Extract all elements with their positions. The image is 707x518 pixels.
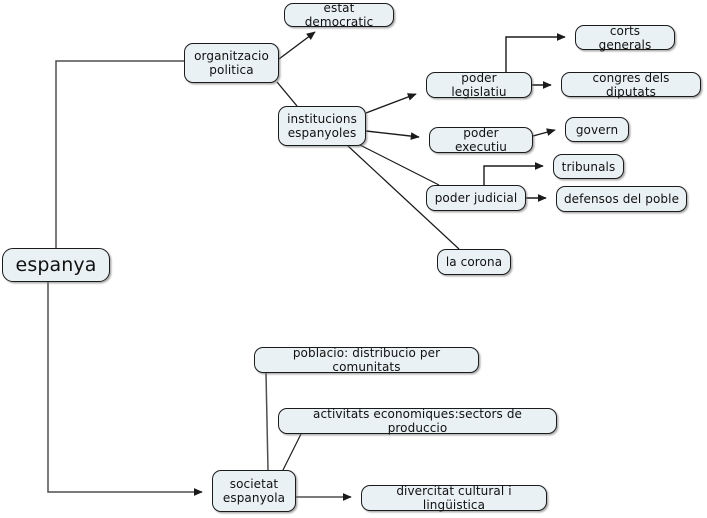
node-poblacio[interactable]: poblacio: distribucio per comunitats bbox=[254, 346, 479, 374]
node-estat[interactable]: estat democratic bbox=[284, 1, 394, 29]
node-divercitat[interactable]: divercitat cultural i lingüistica bbox=[361, 484, 547, 512]
edge-espanya-societat bbox=[47, 282, 203, 496]
node-institucions[interactable]: institucions espanyoles bbox=[278, 106, 366, 146]
node-legislatiu[interactable]: poder legislatiu bbox=[426, 71, 532, 99]
node-govern[interactable]: govern bbox=[565, 117, 629, 142]
node-espanya[interactable]: espanya bbox=[2, 248, 110, 282]
node-congres[interactable]: congres dels diputats bbox=[561, 71, 701, 99]
node-judicial[interactable]: poder judicial bbox=[426, 185, 526, 211]
node-societat[interactable]: societat espanyola bbox=[212, 470, 296, 512]
edge-institucions-legislatiu bbox=[365, 93, 417, 114]
edge-organitzacio-institucions bbox=[276, 81, 298, 107]
edge-institucions-executiu bbox=[365, 130, 420, 140]
node-defensos[interactable]: defensos del poble bbox=[556, 186, 687, 212]
edge-executiu-govern bbox=[532, 128, 556, 137]
edge-institucions-judicial bbox=[359, 144, 440, 186]
node-executiu[interactable]: poder executiu bbox=[429, 126, 533, 154]
node-organitzacio[interactable]: organitzacio politica bbox=[184, 43, 279, 83]
node-activitats[interactable]: activitats economiques:sectors de produc… bbox=[278, 407, 557, 435]
node-corona[interactable]: la corona bbox=[437, 249, 511, 275]
node-corts[interactable]: corts generals bbox=[575, 24, 675, 52]
edge-societat-poblacio bbox=[265, 372, 269, 471]
edge-organitzacio-estat bbox=[278, 31, 316, 60]
edge-societat-activitats bbox=[280, 433, 302, 475]
edge-judicial-tribunals bbox=[483, 162, 544, 185]
node-tribunals[interactable]: tribunals bbox=[553, 154, 624, 179]
edge-legislatiu-corts bbox=[505, 33, 566, 72]
edge-espanya-organitzacio bbox=[55, 60, 184, 248]
